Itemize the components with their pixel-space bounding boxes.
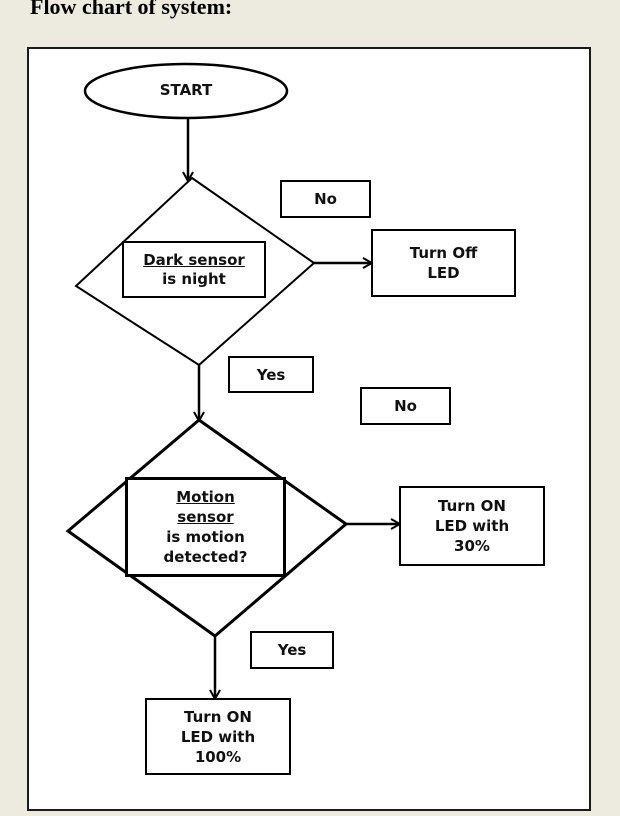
yes-label-1: Yes bbox=[228, 356, 314, 393]
turn-on-30-box: Turn ON LED with 30% bbox=[399, 486, 545, 566]
turn-on-30-label: Turn ON LED with 30% bbox=[434, 497, 510, 555]
no-label-1: No bbox=[280, 180, 371, 218]
turn-off-led-box: Turn Off LED bbox=[371, 229, 516, 297]
decision-2-line-4: detected? bbox=[163, 548, 248, 566]
yes-label-2: Yes bbox=[250, 631, 334, 669]
decision-2-line-1: Motion bbox=[176, 488, 235, 506]
decision-1-line-2: is night bbox=[162, 269, 226, 288]
decision-2-line-3: is motion bbox=[166, 528, 245, 546]
no-label-2: No bbox=[360, 387, 451, 425]
decision-1-line-1: Dark sensor bbox=[143, 250, 245, 269]
turn-on-100-box: Turn ON LED with 100% bbox=[145, 698, 291, 775]
start-label: START bbox=[159, 81, 213, 99]
decision-2-line-2: sensor bbox=[177, 508, 234, 526]
start-terminal bbox=[83, 62, 289, 120]
decision-1-box: Dark sensor is night bbox=[122, 241, 266, 298]
turn-off-led-label: Turn Off LED bbox=[409, 244, 478, 282]
turn-on-100-label: Turn ON LED with 100% bbox=[180, 707, 256, 766]
decision-2-box: Motion sensor is motion detected? bbox=[125, 477, 286, 577]
flowchart-frame bbox=[27, 47, 591, 811]
flowchart-heading: Flow chart of system: bbox=[30, 0, 233, 19]
